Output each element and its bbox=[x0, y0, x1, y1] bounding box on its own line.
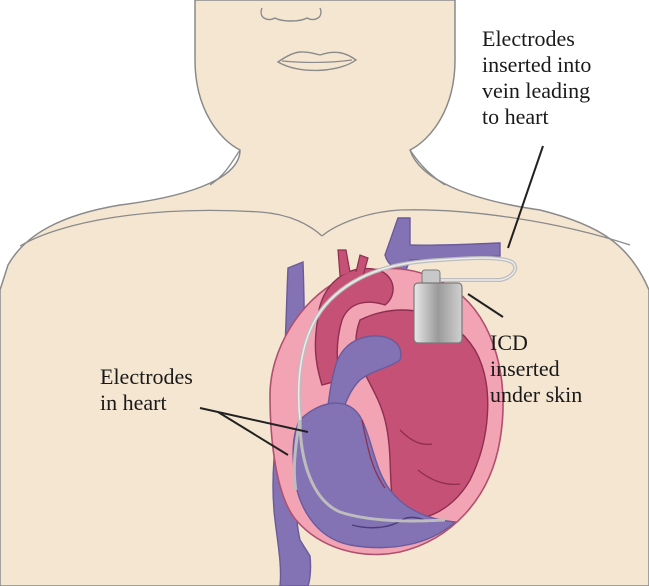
label-electrodes-heart: Electrodes in heart bbox=[100, 364, 193, 416]
label-icd: ICD inserted under skin bbox=[490, 330, 582, 408]
icd-connector bbox=[422, 270, 440, 284]
label-electrodes-vein: Electrodes inserted into vein leading to… bbox=[482, 26, 591, 130]
icd-device bbox=[414, 283, 462, 343]
